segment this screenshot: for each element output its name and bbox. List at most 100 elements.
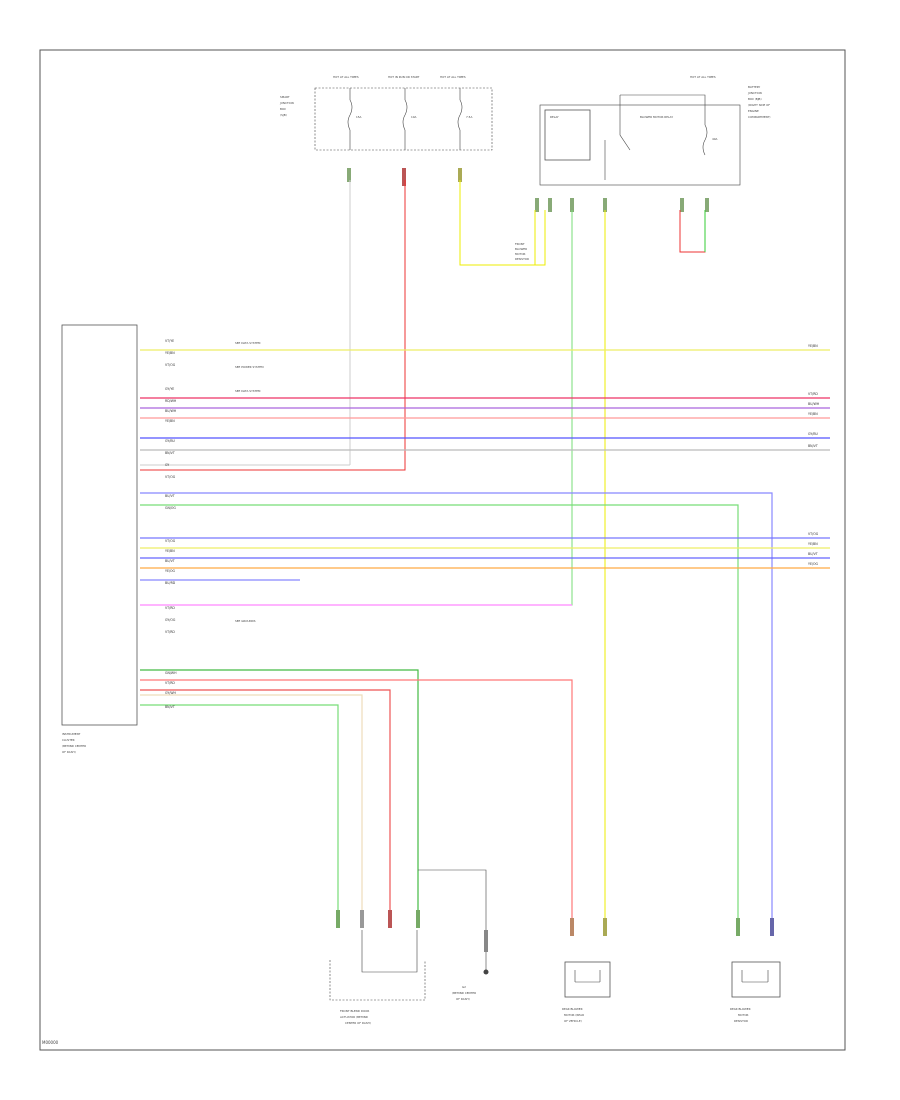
ground-icon: [483, 969, 489, 975]
fuse-left-hot-label: HOT AT ALL TIMES: [333, 75, 359, 79]
resistor-label-2: MOTOR: [738, 1013, 749, 1017]
diagram-border: [39, 49, 846, 1051]
wire-label: BU/VT: [165, 559, 175, 563]
relay-left-label: RELAY: [550, 115, 559, 119]
ground-note-2: BLOWER: [515, 247, 527, 251]
wire-label: YE/OG: [165, 569, 176, 573]
ground-label-2: (BEHIND CENTER: [452, 991, 476, 995]
ground-label-3: OF DASH): [456, 997, 470, 1001]
bus-wires: [140, 349, 830, 923]
pin-note-4: SEE GROUNDS: [235, 619, 256, 623]
cluster-label-1: INSTRUMENT: [62, 732, 81, 736]
relay-right-label: 40A: [712, 137, 718, 141]
right-wire-label: BN/VT: [808, 444, 818, 448]
resistor-label-3: RESISTOR: [734, 1019, 748, 1023]
wire-label: RD/WH: [165, 399, 177, 403]
wire-label: VT/YE: [165, 339, 174, 343]
fuse-right-hot-label: HOT AT ALL TIMES: [440, 75, 466, 79]
pin-note-1: SEE DATA SYSTEM: [235, 341, 261, 345]
pin-note-3: SEE DATA SYSTEM: [235, 389, 261, 393]
blend-door-label-3: CENTER OF DASH): [345, 1021, 371, 1025]
wire-label: VT/OG: [165, 475, 176, 479]
bjb-label-5: ENGINE: [748, 109, 759, 113]
ground-note-1: FRONT: [515, 242, 525, 246]
wire-label: GY/WH: [165, 691, 176, 695]
bjb-label-4: (RIGHT SIDE OF: [748, 103, 770, 107]
right-wire-label: VT/RD: [808, 392, 818, 396]
rear-blower-motor: REAR BLOWER MOTOR (REAR OF VEHICLE): [562, 961, 611, 1023]
ground-wire: [418, 869, 487, 970]
resistor-label-1: REAR BLOWER: [730, 1007, 751, 1011]
wire-label: BU/RD: [165, 581, 176, 585]
relay-switch-icon: [619, 95, 631, 151]
relay-hot-label: HOT AT ALL TIMES: [690, 75, 716, 79]
rear-blower-resistor: REAR BLOWER MOTOR RESISTOR: [730, 961, 781, 1023]
wire-label: YE/BN: [165, 351, 175, 355]
fuse-mid-rating: 10A: [411, 115, 417, 119]
wire-label: YE/BN: [165, 549, 175, 553]
wire-label: GN/OG: [165, 506, 176, 510]
wire-label: YE/BN: [165, 419, 175, 423]
pin-note-2: SEE POWER SYSTEM: [235, 365, 264, 369]
cluster-label-2: CLUSTER: [62, 738, 75, 742]
motor-icon: [574, 970, 601, 983]
wire-label: BU/WH: [165, 409, 177, 413]
wire-label: VT/RD: [165, 606, 175, 610]
cluster-wire-labels: VT/YE YE/BN VT/OG GY/YE RD/WH BU/WH YE/B…: [165, 339, 177, 709]
fuse-right-rating: 7.5A: [466, 115, 472, 119]
wire-label: VT/OG: [165, 539, 176, 543]
wire-label: VT/OG: [165, 363, 176, 367]
wire-label: GY/BU: [165, 439, 176, 443]
sjb-label-3: BOX: [280, 107, 286, 111]
bjb-label-2: JUNCTION: [747, 91, 762, 95]
sjb-label-4: (SJB): [280, 113, 287, 117]
wire-label: GY/YE: [165, 387, 174, 391]
fuse-left-rating: 15A: [356, 115, 362, 119]
bottom-connectors: [336, 910, 774, 952]
wire-yellow-sjb: [459, 180, 546, 266]
wire-label: VT/RD: [165, 630, 175, 634]
ground-note-3: MOTOR: [515, 252, 526, 256]
fuse-mid-hot-label: HOT IN RUN OR START: [388, 75, 420, 79]
wire-label: GN/WH: [165, 671, 177, 675]
right-wire-label: BU/VT: [808, 552, 818, 556]
blend-door-label-1: FRONT BLEND DOOR: [340, 1009, 369, 1013]
wire-label: BN/VT: [165, 705, 175, 709]
right-side-labels: YE/BN VT/RD BU/WH YE/BN GY/BU BN/VT VT/O…: [808, 344, 820, 566]
ground-label-1: G2: [462, 985, 466, 989]
right-wire-label: YE/BN: [808, 412, 818, 416]
wire-red-vertical: [140, 180, 406, 471]
right-wire-label: GY/BU: [808, 432, 819, 436]
right-wire-label: YE/BN: [808, 542, 818, 546]
sjb-label-1: SMART: [280, 95, 290, 99]
relay-mid-label: BLOWER MOTOR RELAY: [640, 115, 673, 119]
rear-blower-label-2: MOTOR (REAR: [564, 1013, 584, 1017]
ground-note-4: RESISTOR: [515, 257, 529, 261]
right-wire-label: YE/BN: [808, 344, 818, 348]
wire-label: BU/VT: [165, 494, 175, 498]
wire-label: GY: [165, 463, 169, 467]
bjb-label-1: BATTERY: [748, 85, 761, 89]
cluster-label-3: (BEHIND CENTER: [62, 744, 86, 748]
right-wire-label: BU/WH: [808, 402, 820, 406]
smart-junction-box: HOT AT ALL TIMES HOT IN RUN OR START HOT…: [279, 75, 493, 151]
wire-red-loop: [679, 210, 706, 253]
right-wire-label: VT/OG: [808, 532, 819, 536]
wire-label: GY/OG: [165, 618, 176, 622]
rear-blower-label-1: REAR BLOWER: [562, 1007, 583, 1011]
front-blend-door-actuator: FRONT BLEND DOOR ACTUATOR (BEHIND CENTER…: [329, 930, 426, 1025]
sjb-label-2: JUNCTION: [279, 101, 294, 105]
bjb-label-6: COMPARTMENT): [748, 115, 771, 119]
right-wire-label: YE/OG: [808, 562, 819, 566]
diagram-code: M00000: [42, 1040, 59, 1045]
rear-blower-label-3: OF VEHICLE): [564, 1019, 582, 1023]
bjb-fuse-icon: [702, 124, 708, 156]
resistor-icon: [741, 970, 769, 983]
wire-label: BN/VT: [165, 451, 175, 455]
battery-junction-box: RELAY HOT AT ALL TIMES BATTERY JUNCTION …: [539, 75, 771, 186]
instrument-cluster: INSTRUMENT CLUSTER (BEHIND CENTER OF DAS…: [61, 324, 138, 754]
cluster-label-4: OF DASH): [62, 750, 76, 754]
wire-label: VT/RD: [165, 681, 175, 685]
bjb-label-3: BOX (BJB): [748, 97, 762, 101]
